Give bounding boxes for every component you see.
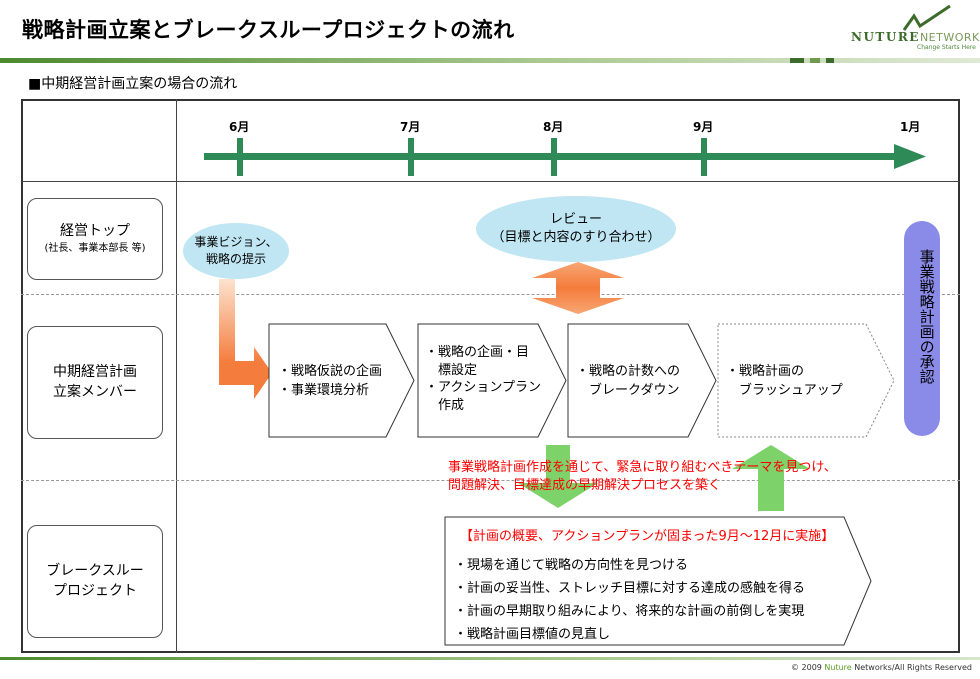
tick-mark bbox=[701, 138, 707, 176]
process-steps bbox=[268, 323, 895, 438]
vision-bubble: 事業ビジョン、 戦略の提示 bbox=[183, 223, 289, 279]
tick-mark bbox=[551, 138, 557, 176]
month-label-aug: 8月 bbox=[543, 120, 564, 134]
approval-pill: 事業戦略計画の承認 bbox=[904, 221, 940, 436]
step-chevron-1 bbox=[268, 323, 415, 438]
timeline-row-divider bbox=[21, 181, 960, 182]
copyright-text: © 2009 Nuture Networks/All Rights Reserv… bbox=[790, 663, 972, 672]
footer-rule bbox=[0, 657, 980, 660]
breakthrough-item: ・計画の妥当性、ストレッチ目標に対する達成の感触を得る bbox=[454, 581, 806, 596]
logo-wordmark: NUTURENETWORKS bbox=[851, 30, 980, 44]
breakthrough-item: ・戦略計画目標値の見直し bbox=[454, 627, 611, 642]
review-bubble: レビュー （目標と内容のすり合わせ） bbox=[476, 196, 676, 262]
breakthrough-item: ・計画の早期取り組みにより、将来的な計画の前倒しを実現 bbox=[454, 604, 805, 619]
flow-table bbox=[21, 99, 960, 653]
step-chevron-4 bbox=[717, 323, 895, 438]
step-3-text: ・戦略の計数への ブレークダウン bbox=[576, 364, 681, 398]
month-label-jan: 1月 bbox=[900, 120, 921, 134]
timeline-arrow bbox=[204, 138, 926, 176]
logo-check-icon bbox=[902, 4, 951, 31]
breakthrough-box bbox=[444, 516, 872, 646]
row-label-text: 中期経営計画 bbox=[53, 363, 137, 380]
row-label-text: 経営トップ bbox=[59, 223, 130, 240]
orange-l-arrow bbox=[219, 279, 272, 399]
approval-text: 事業戦略計画の承認 bbox=[917, 249, 936, 384]
breakthrough-item: ・現場を通じて戦略の方向性を見つける bbox=[454, 558, 689, 573]
breakthrough-heading: 【計画の概要、アクションプランが固まった9月～12月に実施】 bbox=[460, 529, 835, 544]
bubble-text: （目標と内容のすり合わせ） bbox=[491, 230, 661, 245]
row-label-text: ブレークスルー bbox=[46, 562, 144, 579]
step-chevron-3 bbox=[567, 323, 717, 438]
green-down-arrow bbox=[518, 445, 598, 508]
red-annotation: 事業戦略計画作成を通じて、緊急に取り組むべきテーマを見つけ、 問題解決、目標達成… bbox=[448, 460, 837, 494]
row-sublabel-text: (社長、事業本部長 等) bbox=[44, 242, 146, 254]
bubble-text: 戦略の提示 bbox=[205, 252, 266, 266]
company-logo: NUTURENETWORKS Change Starts Here bbox=[845, 4, 980, 56]
month-label-sep: 9月 bbox=[693, 120, 714, 134]
row-label-planning-members: 中期経営計画 立案メンバー bbox=[27, 326, 163, 439]
bubble-text: 事業ビジョン、 bbox=[194, 235, 278, 250]
row-divider-dashed bbox=[21, 294, 960, 295]
row-label-breakthrough: ブレークスルー プロジェクト bbox=[27, 525, 163, 638]
tick-mark bbox=[237, 138, 243, 176]
review-double-arrow bbox=[532, 262, 624, 314]
green-up-arrow bbox=[732, 445, 810, 511]
header-rule bbox=[0, 58, 980, 63]
section-subtitle: ■中期経営計画立案の場合の流れ bbox=[28, 76, 238, 92]
month-label-jun: 6月 bbox=[229, 120, 250, 134]
tick-mark bbox=[408, 138, 414, 176]
row-label-text: プロジェクト bbox=[53, 582, 137, 599]
step-1-text: ・戦略仮説の企画 ・事業環境分析 bbox=[278, 364, 383, 398]
step-4-text: ・戦略計画の ブラッシュアップ bbox=[726, 364, 843, 398]
label-column-divider bbox=[176, 99, 177, 653]
step-chevron-2 bbox=[417, 323, 567, 438]
month-label-jul: 7月 bbox=[400, 120, 421, 134]
bubble-text: レビュー bbox=[549, 211, 602, 227]
logo-tagline: Change Starts Here bbox=[917, 44, 976, 51]
row-divider-dashed bbox=[21, 480, 960, 481]
row-label-top-management: 経営トップ (社長、事業本部長 等) bbox=[27, 198, 163, 280]
step-2-text: ・戦略の企画・目 標設定 ・アクションプラン 作成 bbox=[425, 345, 541, 414]
page-title: 戦略計画立案とブレークスループロジェクトの流れ bbox=[22, 18, 515, 42]
row-label-text: 立案メンバー bbox=[53, 383, 137, 400]
